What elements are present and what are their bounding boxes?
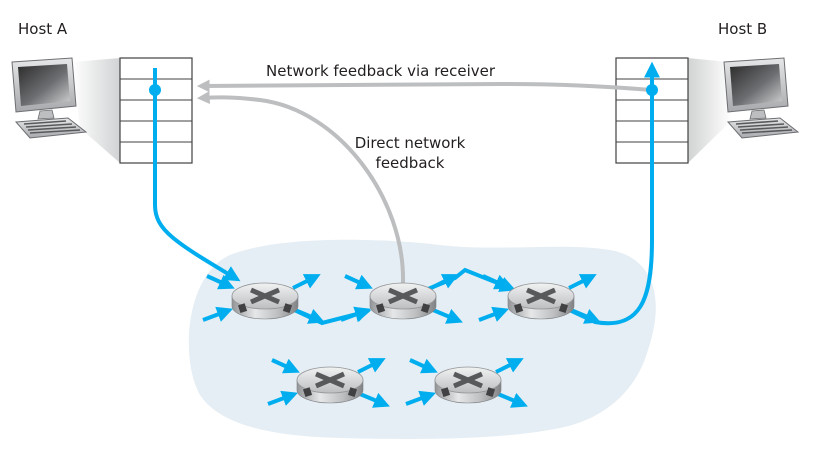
host-b-computer-icon[interactable] xyxy=(723,57,799,139)
direct-feedback-arrow xyxy=(196,91,406,284)
direct-feedback-label-line1: Direct network xyxy=(354,134,466,152)
direct-feedback-label-line2: feedback xyxy=(375,154,445,172)
direct-feedback-label: Direct network feedback xyxy=(340,133,480,173)
data-path-receiver xyxy=(564,61,660,326)
receiver-feedback-label: Network feedback via receiver xyxy=(266,62,496,80)
host-b-buffer-dot xyxy=(646,84,658,96)
router-icon xyxy=(435,367,501,403)
host-a-label: Host A xyxy=(18,20,68,38)
receiver-feedback-arrow xyxy=(196,79,653,93)
host-b-label: Host B xyxy=(718,20,768,38)
host-b-view-beam xyxy=(688,58,732,163)
router-icon xyxy=(508,283,574,319)
data-path-sender xyxy=(153,68,241,282)
router-icon xyxy=(232,283,298,319)
host-a-view-beam xyxy=(72,58,120,163)
router-icon xyxy=(297,367,363,403)
host-a-buffer-dot xyxy=(149,84,161,96)
network-cloud xyxy=(188,239,656,439)
router-icon xyxy=(370,283,436,319)
